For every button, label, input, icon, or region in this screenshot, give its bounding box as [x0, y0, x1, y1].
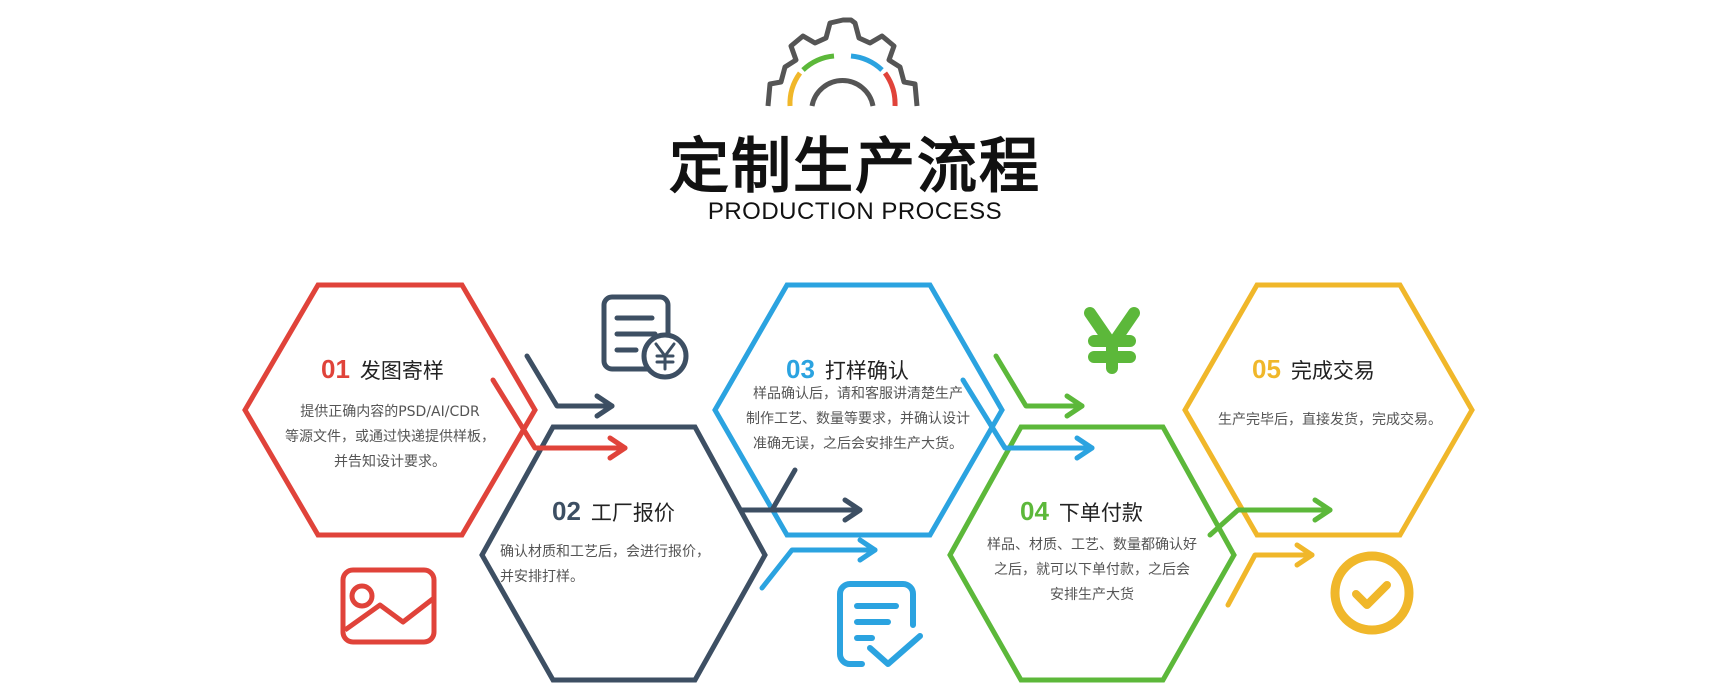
- step-2-desc-line: 确认材质和工艺后，会进行报价，: [500, 544, 710, 560]
- step-4-desc-line: 之后，就可以下单付款，之后会: [994, 562, 1190, 578]
- page-title: 定制生产流程: [669, 132, 1041, 202]
- step-1-desc-line: 等源文件，或通过快递提供样板，: [285, 429, 495, 445]
- step-4-title: 下单付款: [1058, 501, 1143, 525]
- hexagon-step-5: [1182, 282, 1475, 538]
- step-4-desc-line: 安排生产大货: [1050, 587, 1134, 603]
- step-2-title: 工厂报价: [590, 501, 675, 525]
- connector-arrows: [490, 353, 1333, 608]
- step-1-title: 发图寄样: [359, 359, 444, 383]
- step-3-desc-line: 准确无误，之后会安排生产大货。: [753, 436, 963, 452]
- step-2-heading: 02 工厂报价: [552, 496, 675, 527]
- hexagon-step-1: [242, 282, 538, 538]
- approved-document-icon: [837, 581, 923, 667]
- step-4-desc-line: 样品、材质、工艺、数量都确认好: [987, 537, 1197, 553]
- step-3-title: 打样确认: [824, 359, 909, 383]
- invoice-yen-icon: [601, 294, 689, 380]
- step-1-desc-line: 提供正确内容的PSD/AI/CDR: [300, 404, 480, 420]
- step-3-heading: 03 打样确认: [786, 354, 909, 385]
- step-1-number: 01: [321, 354, 350, 384]
- step-3-description: 样品确认后，请和客服讲清楚生产 制作工艺、数量等要求，并确认设计 准确无误，之后…: [728, 382, 988, 457]
- step-2-desc-line: 并安排打样。: [500, 569, 584, 585]
- step-2-description: 确认材质和工艺后，会进行报价， 并安排打样。: [500, 540, 750, 590]
- step-1-description: 提供正确内容的PSD/AI/CDR 等源文件，或通过快递提供样板， 并告知设计要…: [260, 400, 520, 475]
- step-3-desc-line: 样品确认后，请和客服讲清楚生产: [753, 386, 963, 402]
- step-4-description: 样品、材质、工艺、数量都确认好 之后，就可以下单付款，之后会 安排生产大货: [962, 533, 1222, 608]
- step-4-number: 04: [1020, 496, 1049, 526]
- check-circle-icon: [1330, 551, 1414, 635]
- step-5-heading: 05 完成交易: [1252, 354, 1375, 385]
- hexagon-step-3: [712, 282, 1005, 538]
- step-5-description: 生产完毕后，直接发货，完成交易。: [1200, 408, 1460, 433]
- step-5-desc-line: 生产完毕后，直接发货，完成交易。: [1218, 412, 1442, 428]
- step-4-heading: 04 下单付款: [1020, 496, 1143, 527]
- step-1-desc-line: 并告知设计要求。: [334, 454, 446, 470]
- step-3-number: 03: [786, 354, 815, 384]
- yen-icon: [1084, 307, 1140, 374]
- step-3-desc-line: 制作工艺、数量等要求，并确认设计: [746, 411, 970, 427]
- step-5-number: 05: [1252, 354, 1281, 384]
- step-5-title: 完成交易: [1290, 359, 1375, 383]
- gear-icon: [765, 17, 920, 107]
- page-subtitle: PRODUCTION PROCESS: [707, 198, 1003, 225]
- image-icon: [340, 567, 437, 645]
- step-1-heading: 01 发图寄样: [321, 354, 444, 385]
- hexagon-step-4: [947, 424, 1237, 683]
- hexagon-step-2: [479, 424, 768, 683]
- step-2-number: 02: [552, 496, 581, 526]
